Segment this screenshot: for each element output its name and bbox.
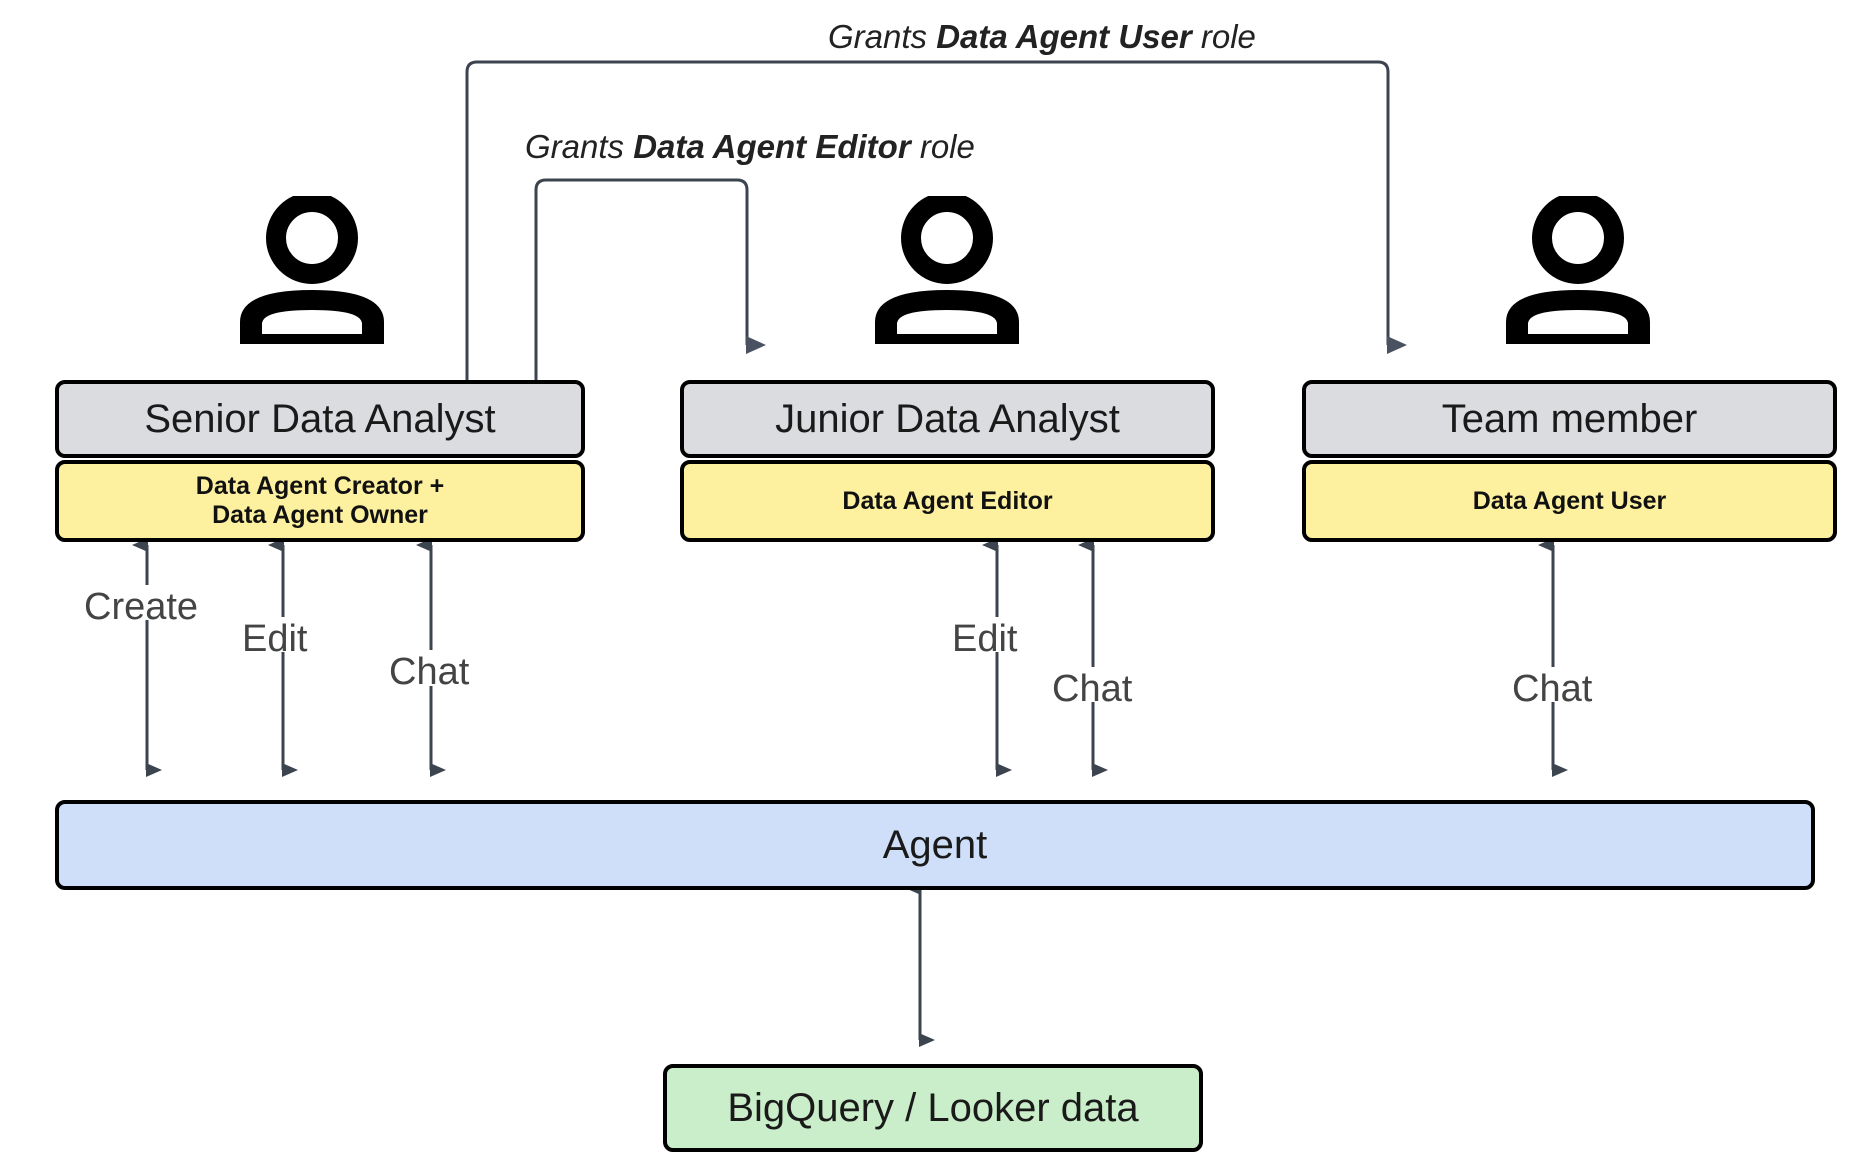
action-label-senior-create: Create bbox=[84, 586, 199, 628]
persona-title-team: Team member bbox=[1441, 396, 1698, 441]
role-badge-senior-line2: Data Agent Owner bbox=[212, 501, 428, 529]
grant-user-suffix: role bbox=[1191, 18, 1256, 55]
role-badge-senior[interactable]: Data Agent Creator + Data Agent Owner bbox=[55, 460, 585, 542]
role-badge-junior[interactable]: Data Agent Editor bbox=[680, 460, 1215, 542]
grant-editor-suffix: role bbox=[910, 128, 975, 165]
role-badge-junior-line1: Data Agent Editor bbox=[842, 486, 1053, 515]
grant-label-editor: Grants Data Agent Editor role bbox=[525, 128, 975, 166]
role-badge-team[interactable]: Data Agent User bbox=[1302, 460, 1837, 542]
connector-grants-editor bbox=[534, 178, 766, 380]
person-icon-senior bbox=[240, 196, 384, 344]
grant-editor-prefix: Grants bbox=[525, 128, 634, 165]
datastore-box[interactable]: BigQuery / Looker data bbox=[663, 1064, 1203, 1152]
action-label-junior-edit: Edit bbox=[952, 618, 1018, 660]
grant-user-prefix: Grants bbox=[828, 18, 937, 55]
action-label-senior-chat: Chat bbox=[389, 651, 470, 693]
role-badge-team-line1: Data Agent User bbox=[1472, 486, 1667, 515]
grant-user-role: Data Agent User bbox=[936, 18, 1192, 55]
persona-title-junior: Junior Data Analyst bbox=[775, 396, 1120, 441]
persona-header-team[interactable]: Team member bbox=[1302, 380, 1837, 458]
persona-header-junior[interactable]: Junior Data Analyst bbox=[680, 380, 1215, 458]
grant-label-user: Grants Data Agent User role bbox=[828, 18, 1256, 56]
agent-bar[interactable]: Agent bbox=[55, 800, 1815, 890]
persona-title-senior: Senior Data Analyst bbox=[144, 396, 496, 441]
role-badge-senior-line1: Data Agent Creator + bbox=[195, 472, 445, 501]
datastore-label: BigQuery / Looker data bbox=[727, 1085, 1139, 1130]
persona-header-senior[interactable]: Senior Data Analyst bbox=[55, 380, 585, 458]
grant-editor-role: Data Agent Editor bbox=[633, 128, 911, 165]
action-label-senior-edit: Edit bbox=[242, 618, 308, 660]
agent-label: Agent bbox=[882, 822, 988, 867]
action-label-junior-chat: Chat bbox=[1052, 668, 1133, 710]
person-icon-junior bbox=[875, 196, 1019, 344]
action-label-team-chat: Chat bbox=[1512, 668, 1593, 710]
person-icon-team bbox=[1506, 196, 1650, 344]
